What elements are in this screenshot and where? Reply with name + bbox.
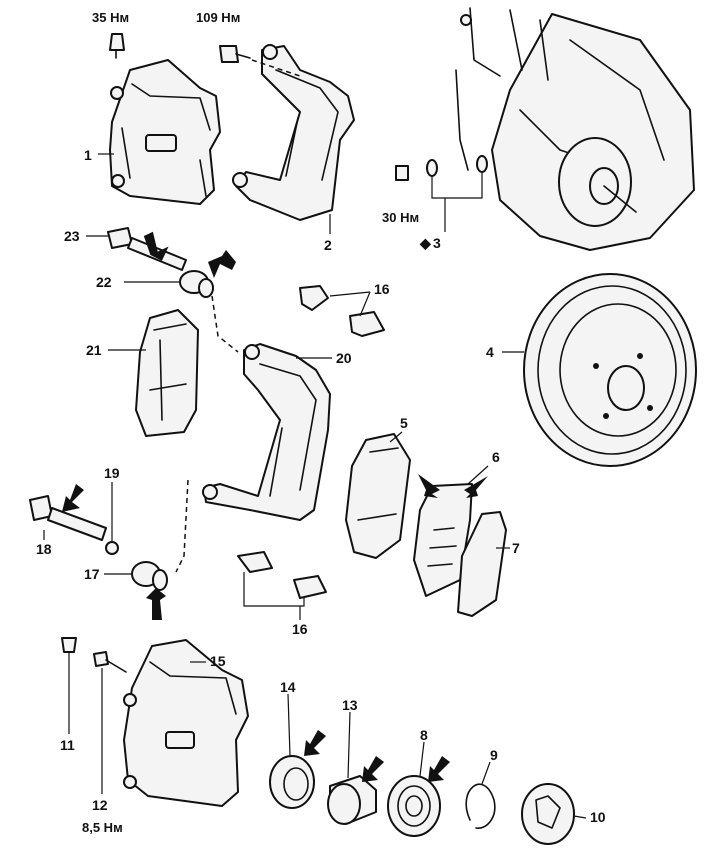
piston-seal [387,775,441,837]
callout-8: 8 [420,727,428,743]
brake-disc [523,273,697,467]
callout-19: 19 [104,465,120,481]
callout-10: 10 [590,809,606,825]
callout-13: 13 [342,697,358,713]
callout-4: 4 [486,344,494,360]
guide-pin-boot-lower [131,561,168,591]
callout-17: 17 [84,566,100,582]
torque-109-nm: 109 Нм [196,10,240,25]
callout-9: 9 [490,747,498,763]
piston [327,775,377,825]
bleeder-bolt [109,33,125,59]
callout-3: 3 [433,235,441,251]
bushing [105,541,119,555]
leader-lines [43,153,587,819]
arrow-13 [362,756,384,782]
callout-22: 22 [96,274,112,290]
caliper-lower [123,639,249,807]
bleeder-screw [93,651,127,794]
callout-21: 21 [86,342,102,358]
callout-14: 14 [280,679,296,695]
arrow-23 [143,231,169,261]
caliper-bracket-upper [232,44,355,221]
caliper-upper [109,59,221,205]
arrow-18 [62,484,84,512]
pad-inner [345,433,411,559]
cylinder-boot [521,783,575,845]
torque-30-nm: 30 Нм [382,210,419,225]
arrow-14 [304,730,326,756]
arrow-markers [62,231,488,782]
pad-clips-lower [237,551,327,620]
callout-18: 18 [36,541,52,557]
pad-shim [457,511,507,617]
callout-7: 7 [512,540,520,556]
callout-2: 2 [324,237,332,253]
arrow-22 [208,250,236,278]
callout-11: 11 [60,737,75,753]
pad-clips-upper [299,285,385,337]
arrow-17 [146,588,166,620]
torque-8-5-nm: 8,5 Нм [82,820,123,835]
guide-pin-upper [107,227,187,271]
torque-35-nm: 35 Нм [92,10,129,25]
callout-3-marker: ◆ [419,235,432,251]
callout-16-upper: 16 [374,281,390,297]
guide-pin-boot-upper [179,270,239,353]
steering-knuckle-hub [455,7,695,251]
callout-labels: 1 2 3 ◆ 4 5 6 7 8 9 10 11 12 8,5 Нм 13 1… [36,10,606,835]
bleeder-cap [61,637,77,734]
pad-outer [135,309,199,437]
seal-ring [269,755,315,809]
guide-pin-lower [29,495,107,541]
callout-20: 20 [336,350,352,366]
arrow-6a [418,474,440,498]
caliper-bracket-lower [175,343,331,573]
arrow-6b [464,476,488,498]
callout-23: 23 [64,228,80,244]
callout-12: 12 [92,797,108,813]
bracket-bolt [219,45,301,77]
callout-1: 1 [84,147,92,163]
callout-6: 6 [492,449,500,465]
hose-bolt-washers [395,155,488,232]
arrow-8 [428,756,450,782]
callout-15: 15 [210,653,226,669]
retaining-ring [465,783,496,829]
callout-16-lower: 16 [292,621,308,637]
callout-5: 5 [400,415,408,431]
